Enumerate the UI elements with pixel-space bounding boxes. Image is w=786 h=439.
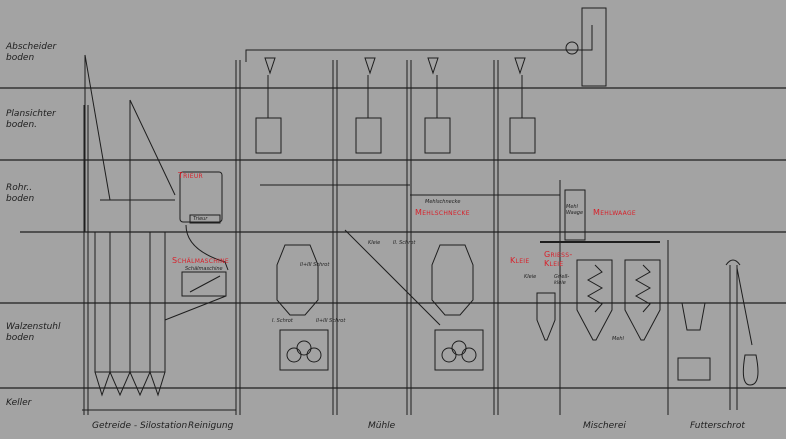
silo-bins bbox=[82, 54, 236, 411]
feed-station bbox=[677, 259, 759, 410]
floor-label-line: boden. bbox=[6, 120, 38, 130]
hand-schrot23: II+III Schrot bbox=[300, 262, 330, 268]
annotation-kleie: Kleie bbox=[510, 256, 530, 265]
floor-label-line: Walzenstuhl bbox=[6, 322, 61, 332]
mixing-bins bbox=[536, 189, 661, 341]
hand-griesskleie: Grieß-kleie bbox=[554, 274, 570, 286]
floor-label-line: Plansichter bbox=[6, 109, 56, 119]
hand-klein: Kleie bbox=[368, 240, 381, 246]
annotation-mehlwaage: Mehlwaage bbox=[593, 208, 637, 217]
hand-schrot1: I. Schrot bbox=[272, 318, 293, 324]
plansifters bbox=[255, 75, 560, 196]
annotation-trieur: Trieur bbox=[178, 171, 203, 180]
floor-label-keller: Keller bbox=[6, 398, 31, 409]
cleaning-machines bbox=[164, 171, 229, 321]
hand-schaelmaschine: Schälmaschine bbox=[185, 266, 223, 272]
annotation-mehlschnecke: Mehlschnecke bbox=[415, 208, 470, 217]
hand-mehlschnecke: Mehlschnecke bbox=[425, 199, 461, 205]
hand-schrot2: II+III Schrot bbox=[316, 318, 346, 324]
cyclones bbox=[245, 7, 607, 87]
section-silostation: Getreide - Silostation bbox=[92, 421, 188, 431]
roller-mills bbox=[276, 229, 484, 371]
section-mischerei: Mischerei bbox=[583, 421, 626, 431]
hand-trieur: Trieur bbox=[193, 216, 208, 222]
hand-schrot-b: II. Schrot bbox=[393, 240, 416, 246]
annotation-griesskleie: Griess- Kleie bbox=[544, 250, 573, 268]
floor-label-line: Abscheider bbox=[6, 42, 57, 52]
section-futterschrot: Futterschrot bbox=[690, 421, 745, 431]
section-muehle: Mühle bbox=[368, 421, 396, 431]
hand-kleie: Kleie bbox=[524, 274, 537, 280]
floor-label-line: Rohr.. bbox=[6, 183, 33, 193]
floor-label-rohr: Rohr..boden bbox=[6, 183, 34, 205]
annotation-schaelmaschine: Schälmaschine bbox=[172, 256, 229, 265]
hand-mehlwaage: Mehl Waage bbox=[566, 204, 584, 216]
floor-label-line: Keller bbox=[6, 398, 32, 408]
floor-label-line: boden bbox=[6, 194, 35, 204]
hand-mehl: Mehl bbox=[612, 336, 624, 342]
building-columns bbox=[83, 60, 669, 415]
floor-label-line: boden bbox=[6, 333, 35, 343]
floor-label-line: boden bbox=[6, 53, 35, 63]
section-reinigung: Reinigung bbox=[188, 421, 234, 431]
